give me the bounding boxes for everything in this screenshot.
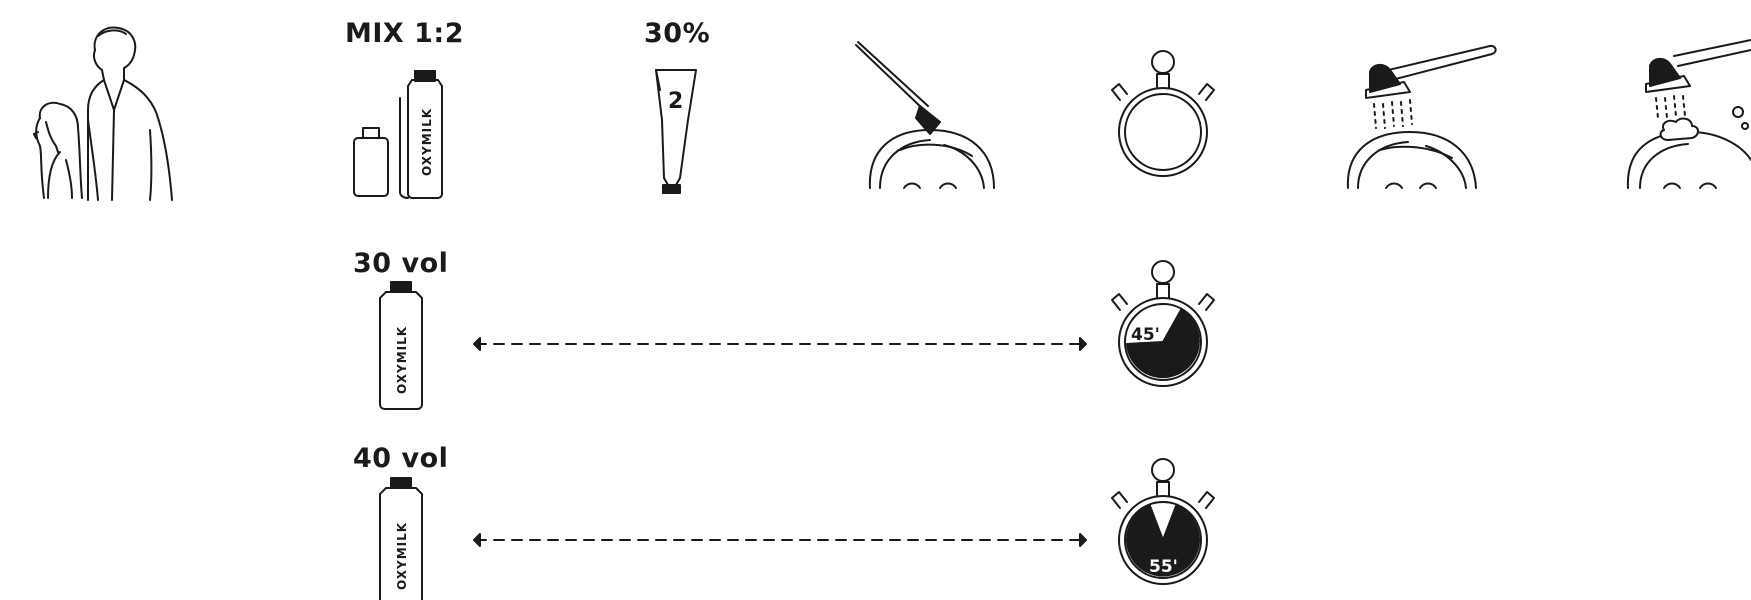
oxymilk-bottle-icon: OXYMILK — [400, 71, 442, 198]
small-bottle-icon — [354, 128, 388, 196]
timer-45-icon: 45' — [1112, 261, 1214, 386]
oxymilk-bottle-30vol-icon: OXYMILK — [380, 282, 422, 409]
oxymilk-40vol-text: OXYMILK — [395, 522, 409, 590]
dashed-arrow-30vol — [474, 338, 1086, 350]
stopwatch-icon — [1112, 51, 1214, 176]
brush-application-icon — [856, 42, 994, 188]
timer-55-icon: 55' — [1112, 459, 1214, 584]
oxymilk-30vol-text: OXYMILK — [395, 326, 409, 394]
oxymilk-bottle-text: OXYMILK — [420, 108, 434, 176]
shower-shampoo-icon — [1628, 40, 1751, 188]
people-icon — [34, 27, 172, 200]
oxymilk-bottle-40vol-icon: OXYMILK — [380, 478, 422, 600]
timer-55-label: 55' — [1149, 557, 1178, 577]
tube-number: 2 — [668, 89, 683, 114]
color-tube-icon: 2 — [656, 70, 696, 193]
timer-45-label: 45' — [1131, 325, 1160, 345]
shower-rinse-icon — [1348, 46, 1496, 188]
dashed-arrow-40vol — [474, 534, 1086, 546]
